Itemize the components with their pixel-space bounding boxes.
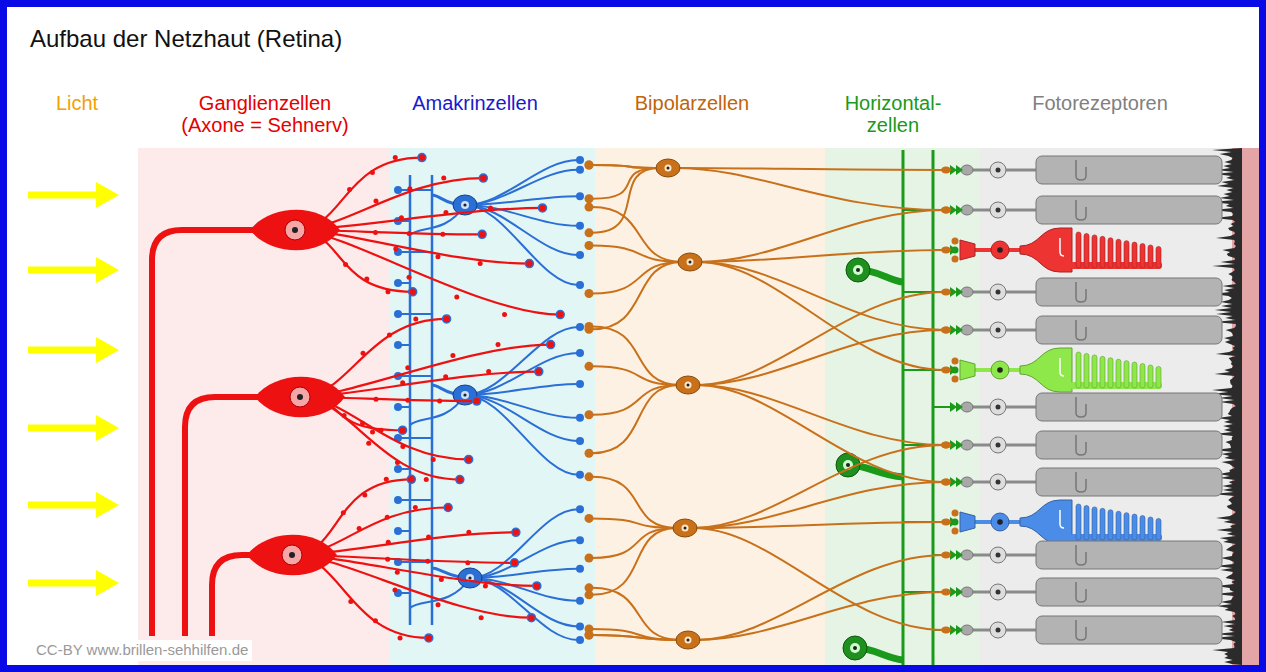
column-heading: Horizontal- zellen (836, 92, 951, 137)
cone-cell (952, 228, 1163, 272)
cone-cell (952, 348, 1163, 392)
column-heading: Ganglienzellen (Axone = Sehnerv) (173, 92, 358, 137)
rod-cell (956, 616, 1222, 644)
rod-cell (956, 156, 1222, 184)
light-arrows (28, 182, 119, 596)
ganglion-cells (152, 154, 564, 642)
watermark: CC-BY www.brillen-sehhilfen.de (32, 640, 252, 661)
column-heading: Amakrinzellen (412, 92, 538, 114)
rod-cell (956, 393, 1222, 421)
cone-cell (952, 500, 1163, 544)
layer-bands (138, 148, 1259, 665)
rod-cell (956, 278, 1222, 306)
diagram-title: Aufbau der Netzhaut (Retina) (30, 26, 342, 53)
rod-cell (956, 578, 1222, 606)
rod-cell (956, 431, 1222, 459)
photoreceptors (952, 156, 1223, 644)
rod-cell (956, 316, 1222, 344)
light-label: Licht (56, 92, 98, 114)
horizontal-cells (836, 150, 957, 665)
rod-cell (956, 468, 1222, 496)
rod-cell (956, 541, 1222, 569)
column-heading: Fotorezeptoren (1032, 92, 1168, 114)
bipolar-cells (585, 159, 952, 649)
column-heading: Bipolarzellen (635, 92, 750, 114)
rod-cell (956, 196, 1222, 224)
